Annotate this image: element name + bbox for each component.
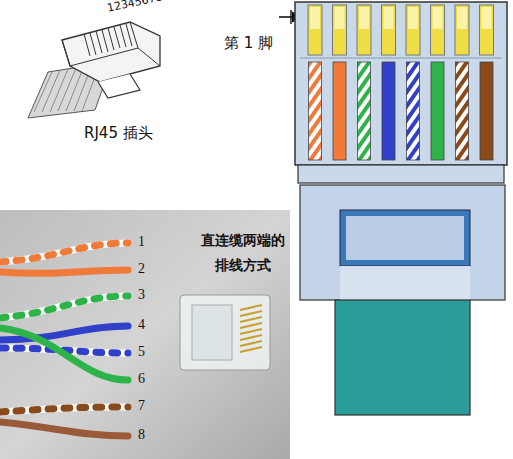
drawing-part — [50, 69, 68, 112]
drawing-part — [335, 300, 470, 415]
drawing-part — [431, 62, 444, 160]
drawing-part — [310, 7, 492, 29]
drawing-part — [192, 305, 232, 360]
wire-number: 6 — [138, 371, 145, 387]
drawing-part — [346, 216, 464, 260]
drawing-part — [431, 5, 445, 55]
pins — [308, 5, 494, 55]
drawing-part — [0, 243, 128, 262]
drawing-part — [309, 62, 322, 160]
drawing-part — [240, 317, 262, 322]
drawing-part — [180, 295, 270, 370]
drawing-part — [34, 72, 52, 112]
drawing-part — [310, 7, 320, 29]
drawing-part — [0, 407, 128, 412]
drawing-part — [480, 62, 493, 160]
drawing-part — [98, 74, 140, 98]
pin-one-label: 第 1 脚 — [224, 34, 273, 53]
cable-photo — [0, 210, 290, 459]
drawing-part — [240, 305, 262, 310]
drawing-part — [240, 329, 262, 334]
drawing-part — [240, 311, 262, 316]
wire-number: 8 — [138, 427, 145, 443]
drawing-part — [457, 7, 467, 29]
drawing-part — [0, 407, 128, 412]
drawing-part — [406, 5, 420, 55]
drawing-part — [335, 7, 345, 29]
drawing-part — [382, 62, 395, 160]
drawing-part — [295, 2, 507, 165]
drawing-part — [358, 62, 371, 160]
drawing-part — [42, 70, 60, 112]
drawing-part — [0, 243, 128, 436]
plug-sketch — [28, 22, 160, 118]
drawing-part — [62, 22, 160, 82]
drawing-part — [0, 210, 290, 459]
drawing-part — [84, 24, 132, 56]
drawing-part — [0, 296, 128, 318]
drawing-part — [240, 323, 262, 328]
drawing-part — [382, 5, 396, 55]
drawing-part — [102, 30, 108, 52]
drawing-part — [62, 22, 160, 66]
drawing-part — [308, 5, 322, 55]
drawing-part — [240, 335, 262, 340]
plug-caption: RJ45 插头 — [84, 124, 153, 143]
drawing-part — [407, 62, 420, 160]
drawing-part — [0, 296, 128, 318]
drawing-part — [359, 7, 369, 29]
drawing-part — [480, 5, 494, 55]
drawing-part — [298, 165, 504, 183]
drawing-part — [240, 341, 262, 346]
wires — [309, 62, 494, 160]
drawing-part — [333, 62, 346, 160]
pin-tick — [290, 10, 291, 24]
connector — [295, 2, 507, 415]
photo-caption: 直连缆两端的 排线方式 — [196, 228, 290, 278]
drawing-part — [300, 185, 505, 300]
drawing-part — [455, 5, 469, 55]
drawing-part — [340, 266, 470, 300]
drawing-part — [340, 210, 470, 266]
drawing-part — [0, 328, 128, 380]
wire-number: 2 — [138, 261, 145, 277]
drawing-part — [240, 305, 262, 352]
drawing-part — [0, 243, 128, 262]
drawing-part — [456, 62, 469, 160]
drawing-part — [300, 58, 502, 59]
drawing-part — [240, 347, 262, 352]
drawing-part — [433, 7, 443, 29]
drawing-part — [84, 34, 90, 56]
wire-number: 4 — [138, 317, 145, 333]
drawing-part — [96, 31, 102, 53]
drawing-part — [114, 27, 120, 48]
drawing-part — [333, 5, 347, 55]
drawing-part — [482, 7, 492, 29]
drawing-part — [408, 7, 418, 29]
drawing-part — [108, 28, 114, 50]
drawing-part — [126, 24, 132, 46]
drawing-part — [357, 5, 371, 55]
drawing-part — [0, 270, 128, 273]
drawing-part — [120, 25, 126, 47]
wire-number: 5 — [138, 344, 145, 360]
wire-number: 3 — [138, 287, 145, 303]
pin-numbers: 12345678 — [106, 0, 163, 15]
wire-number: 7 — [138, 398, 145, 414]
wire-number: 1 — [138, 234, 145, 250]
drawing-part — [0, 422, 128, 436]
drawing-part — [90, 33, 96, 55]
drawing-part — [58, 68, 76, 111]
drawing-part — [384, 7, 394, 29]
